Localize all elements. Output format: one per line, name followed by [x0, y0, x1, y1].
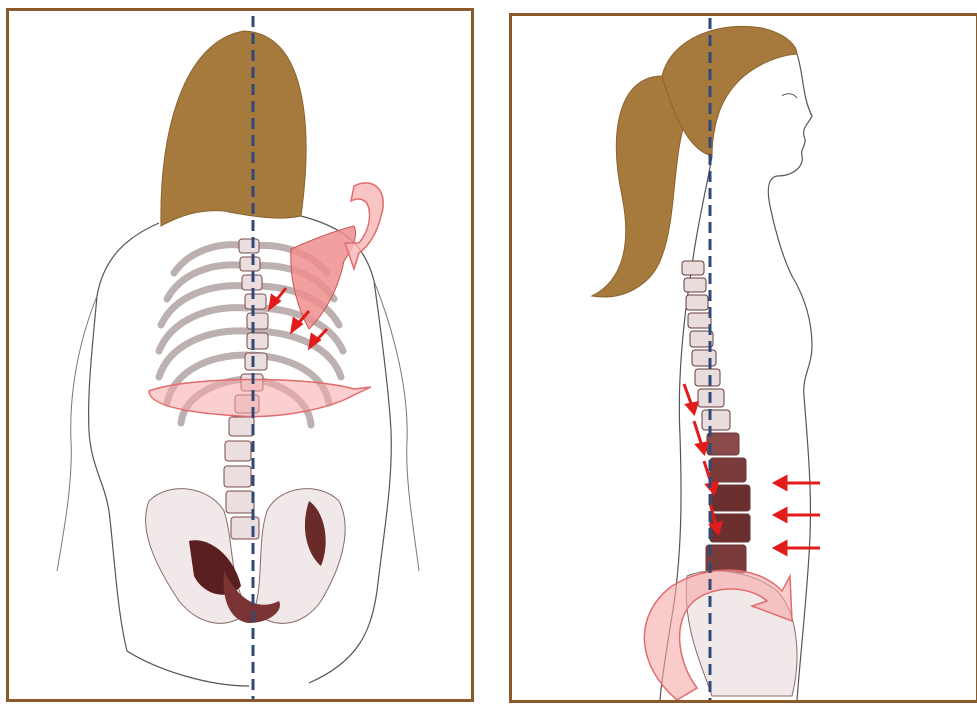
hair	[662, 26, 797, 156]
right-arm-outline	[374, 281, 419, 571]
posterior-view-panel	[6, 8, 474, 702]
face-profile	[768, 54, 812, 206]
ponytail	[592, 76, 687, 297]
anterior-push-arrow-icon	[775, 477, 820, 554]
lateral-view-illustration	[512, 16, 976, 700]
hair	[161, 31, 306, 226]
left-arm-outline	[57, 296, 97, 571]
posterior-view-illustration	[9, 11, 471, 699]
lateral-view-panel	[509, 13, 977, 703]
eye	[782, 94, 797, 98]
